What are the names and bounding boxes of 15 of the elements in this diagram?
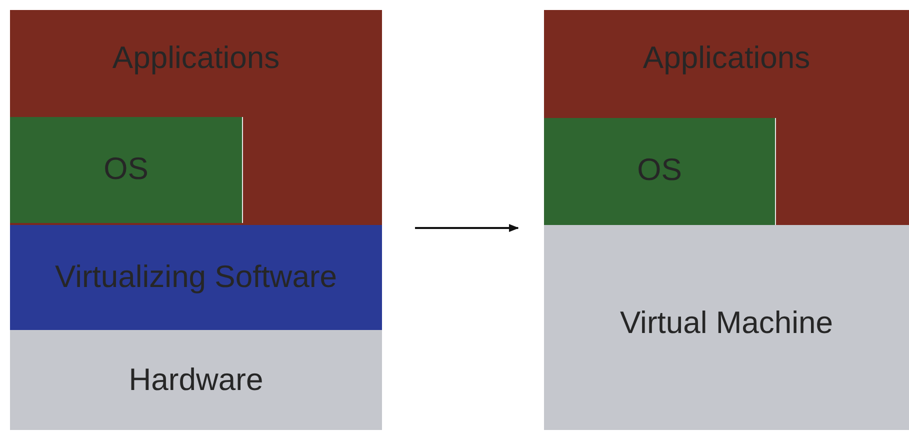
applications-layer — [10, 10, 382, 225]
layer-label: Hardware — [128, 361, 264, 399]
base-layer — [10, 330, 382, 430]
arrow — [415, 224, 519, 232]
base-layer — [544, 225, 909, 430]
layer-label: OS — [637, 151, 682, 189]
os-layer — [544, 118, 776, 225]
applications-layer — [544, 10, 909, 225]
layer-label: Applications — [642, 39, 810, 77]
layer-label: Virtual Machine — [620, 304, 834, 342]
os-layer — [10, 117, 243, 223]
layer-label: Applications — [112, 39, 280, 77]
virtualization-layer — [10, 225, 382, 330]
layer-label: Virtualizing Software — [54, 258, 337, 296]
layer-label: OS — [104, 150, 148, 188]
